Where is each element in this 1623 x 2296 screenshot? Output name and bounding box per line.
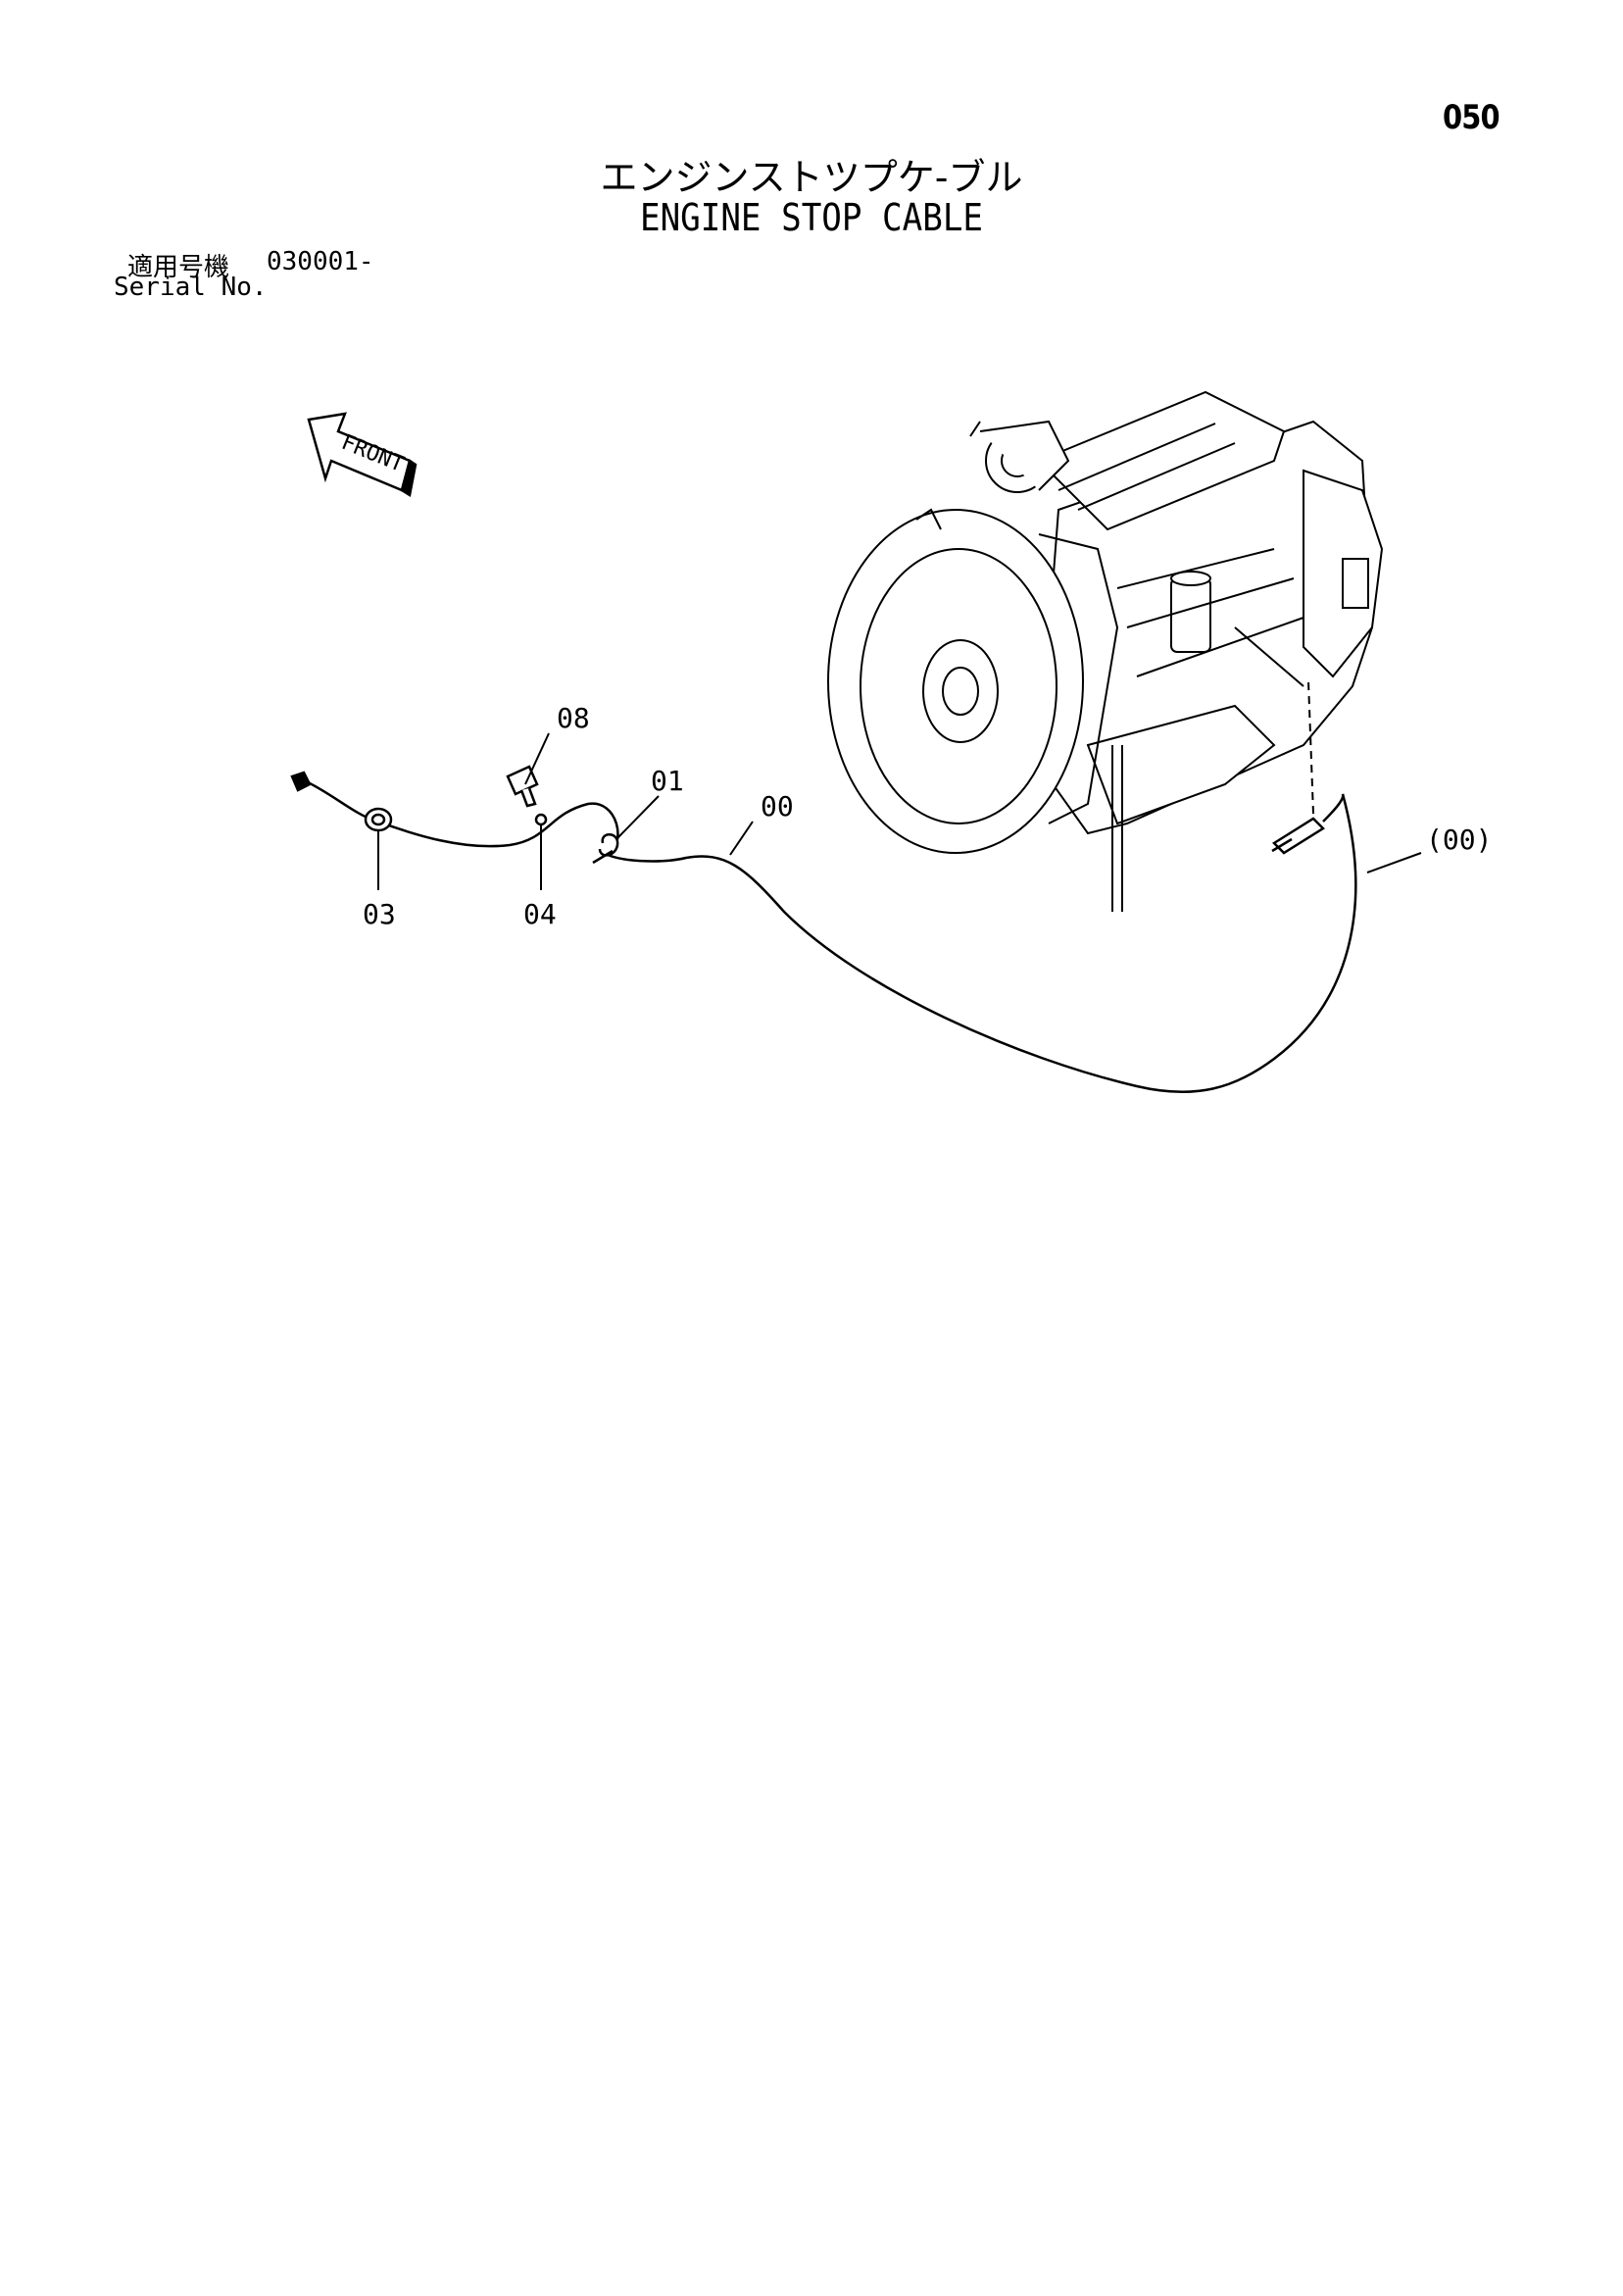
title-japanese: エンジンストツプケ-ブル bbox=[600, 156, 1023, 199]
leader-lines bbox=[377, 732, 1422, 890]
callout-03: 03 bbox=[363, 898, 396, 930]
callout-01: 01 bbox=[651, 765, 684, 797]
serial-label-japanese: 適用号機 bbox=[127, 253, 230, 282]
page-number: 050 bbox=[1443, 98, 1500, 137]
part-01-clamp bbox=[592, 833, 619, 865]
callout-00-paren: (00) bbox=[1426, 824, 1492, 856]
front-arrow-icon: FRONT bbox=[307, 412, 418, 498]
part-03-nut bbox=[364, 807, 393, 832]
serial-value: 030001- bbox=[267, 247, 374, 276]
serial-label-english: Serial No. bbox=[114, 273, 268, 302]
engine-stop-cable bbox=[290, 680, 1357, 1094]
callout-04: 04 bbox=[523, 898, 557, 930]
engine-assembly bbox=[827, 390, 1384, 912]
title-english: ENGINE STOP CABLE bbox=[639, 196, 984, 239]
callout-08: 08 bbox=[557, 702, 590, 734]
callout-00: 00 bbox=[761, 790, 794, 823]
part-04-washer bbox=[534, 813, 548, 826]
part-08-bolt bbox=[506, 765, 539, 808]
